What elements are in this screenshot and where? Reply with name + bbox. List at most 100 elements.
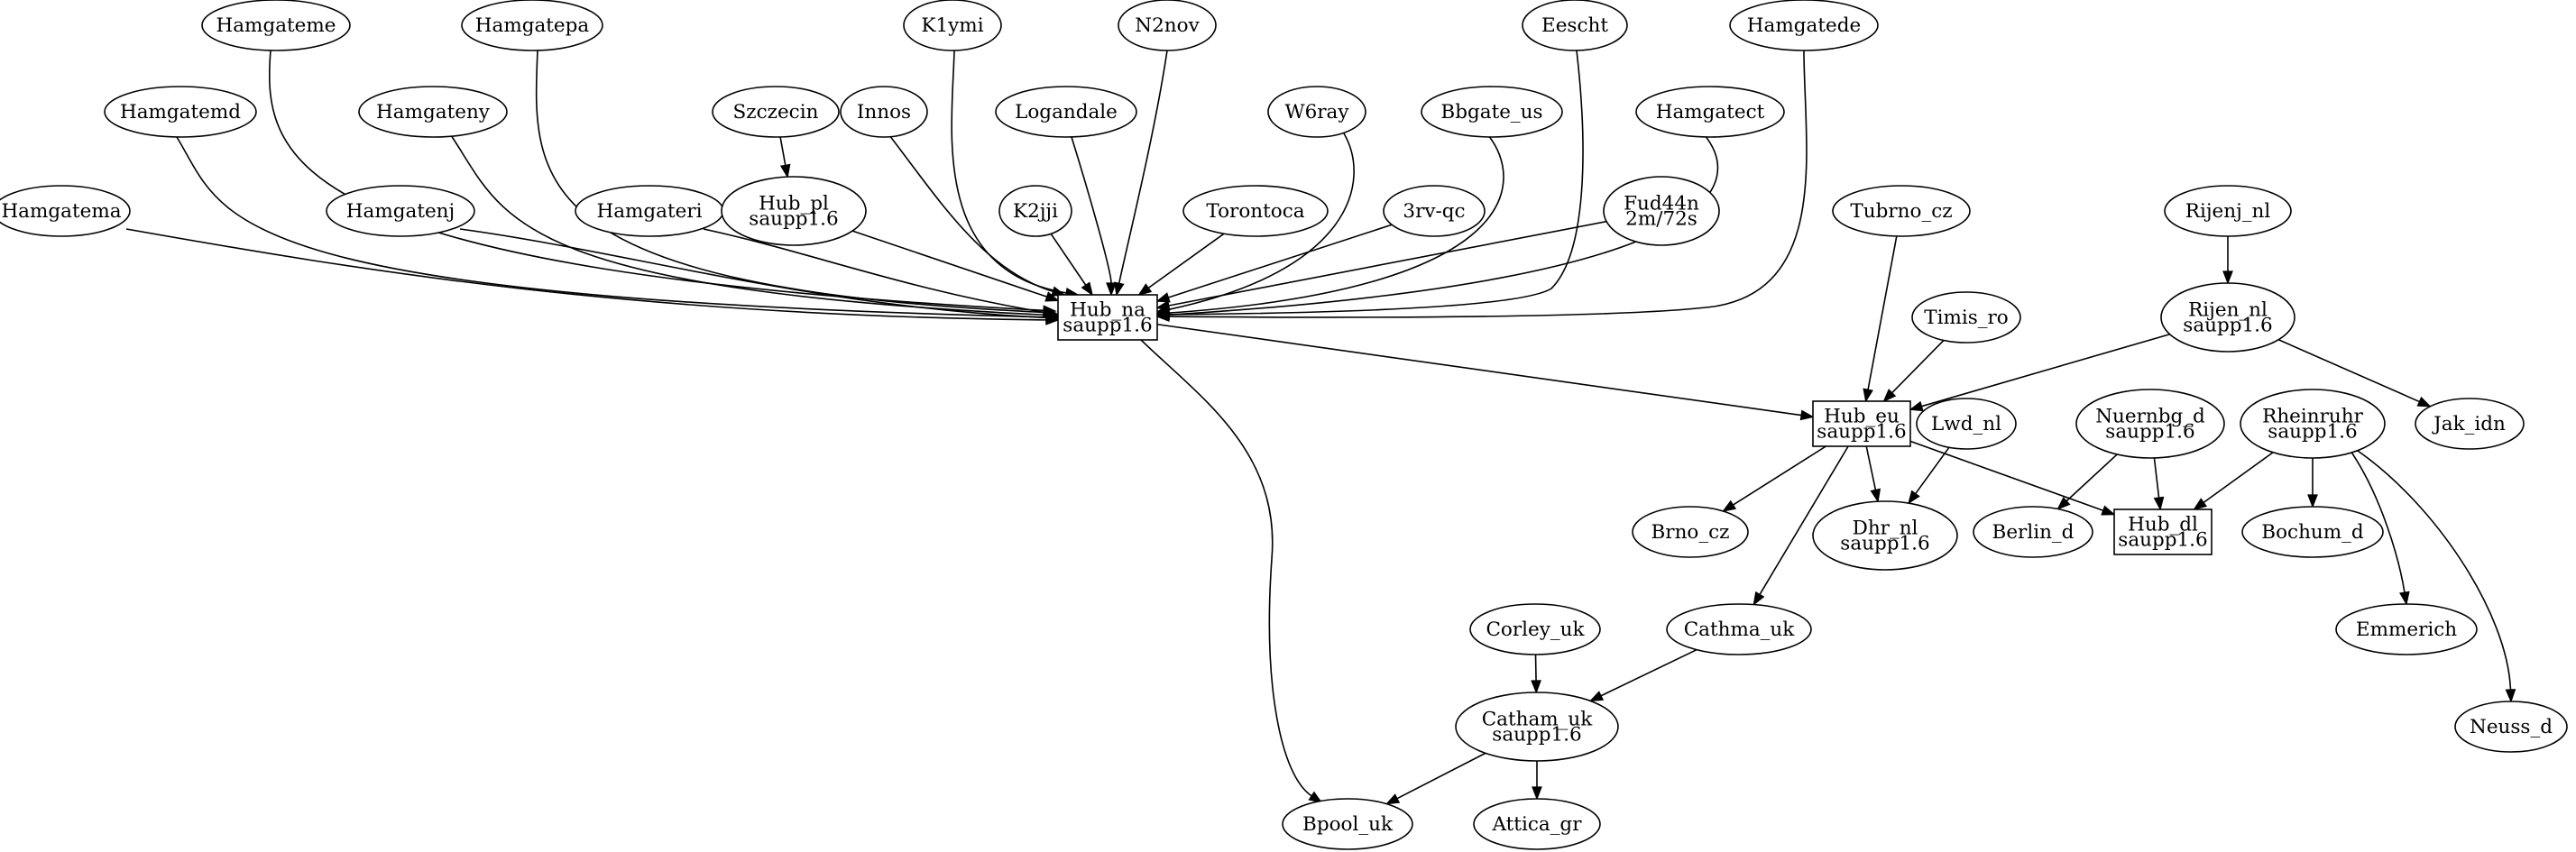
- node-label: N2nov: [1135, 14, 1200, 37]
- edge-rheinruhr-to-neuss-d: [2357, 450, 2516, 703]
- node-3rv-qc[interactable]: 3rv-qc: [1383, 185, 1486, 237]
- arrowhead-icon: [2101, 505, 2116, 516]
- node-hamgatede[interactable]: Hamgatede: [1729, 0, 1879, 51]
- node-cathma-uk[interactable]: Cathma_uk: [1666, 603, 1812, 655]
- node-hamgatemd[interactable]: Hamgatemd: [104, 86, 257, 138]
- arrowhead-icon: [1155, 309, 1170, 321]
- node-lwd-nl[interactable]: Lwd_nl: [1916, 398, 2017, 450]
- node-ellipse: [1118, 0, 1217, 51]
- arrowhead-icon: [1799, 409, 1815, 421]
- node-ellipse: [1832, 185, 1971, 237]
- node-ellipse: [2241, 506, 2384, 558]
- edge-line: [1168, 133, 1355, 311]
- edge-k2jji-to-hub-na: [1050, 233, 1093, 297]
- node-ellipse: [1666, 603, 1812, 655]
- arrowhead-icon: [1908, 490, 1920, 505]
- node-label: Dhr_nl: [1853, 518, 1918, 540]
- node-ellipse: [1973, 506, 2093, 558]
- arrowhead-icon: [1753, 591, 1765, 607]
- node-w6ray[interactable]: W6ray: [1267, 86, 1366, 138]
- node-bochum-d[interactable]: Bochum_d: [2241, 506, 2384, 558]
- node-sublabel: 2m/72s: [1625, 208, 1697, 231]
- node-innos[interactable]: Innos: [840, 86, 928, 138]
- arrowhead-icon: [1114, 281, 1125, 297]
- edge-line: [1867, 235, 1898, 390]
- node-ellipse: [104, 86, 257, 138]
- node-label: Lwd_nl: [1931, 413, 2001, 435]
- node-neuss-d[interactable]: Neuss_d: [2454, 701, 2568, 753]
- node-ellipse: [358, 86, 508, 138]
- node-ellipse: [840, 86, 928, 138]
- node-brno-cz[interactable]: Brno_cz: [1632, 506, 1749, 558]
- edge-rijen-nl-to-hub-eu: [1909, 333, 2170, 412]
- arrowhead-icon: [1588, 691, 1605, 702]
- edge-hub-eu-to-hub-dl: [1909, 440, 2116, 516]
- node-corley-uk[interactable]: Corley_uk: [1469, 603, 1601, 655]
- node-eescht[interactable]: Eescht: [1522, 0, 1628, 51]
- node-label: Bpool_uk: [1302, 813, 1394, 836]
- node-hamgatenj[interactable]: Hamgatenj: [326, 185, 475, 237]
- edge-line: [1168, 224, 1393, 298]
- node-bpool-uk[interactable]: Bpool_uk: [1282, 798, 1413, 850]
- node-hamgatepa[interactable]: Hamgatepa: [461, 0, 603, 51]
- node-label: Torontoca: [1206, 200, 1304, 223]
- node-hamgateme[interactable]: Hamgateme: [201, 0, 351, 51]
- node-logandale[interactable]: Logandale: [995, 86, 1137, 138]
- node-ellipse: [2075, 389, 2225, 459]
- arrowhead-icon: [1155, 292, 1171, 303]
- node-hamgateny[interactable]: Hamgateny: [358, 86, 508, 138]
- node-k2jji[interactable]: K2jji: [998, 185, 1072, 237]
- node-attica-gr[interactable]: Attica_gr: [1473, 798, 1601, 850]
- edge-3rv-qc-to-hub-na: [1155, 224, 1393, 303]
- edge-fud44n-to-hub-na: [1155, 220, 1607, 311]
- node-hamgatema[interactable]: Hamgatema: [0, 185, 131, 237]
- arrowhead-icon: [2222, 270, 2233, 285]
- edge-line: [1071, 136, 1112, 284]
- edge-line: [450, 134, 1047, 316]
- node-label: Brno_cz: [1651, 521, 1730, 544]
- node-n2nov[interactable]: N2nov: [1118, 0, 1217, 51]
- arrowhead-icon: [1081, 281, 1093, 297]
- node-label: Nuernbg_d: [2095, 406, 2205, 428]
- node-k1ymi[interactable]: K1ymi: [903, 0, 1002, 51]
- edge-catham-uk-to-bpool-uk: [1385, 752, 1486, 805]
- node-jak-idn[interactable]: Jak_idn: [2415, 398, 2525, 450]
- arrowhead-icon: [1531, 680, 1541, 694]
- node-hamgateri[interactable]: Hamgateri: [575, 185, 724, 237]
- node-rijenj-nl[interactable]: Rijenj_nl: [2164, 185, 2292, 237]
- node-sublabel: saupp1.6: [2183, 315, 2272, 337]
- edge-cathma-uk-to-catham-uk: [1588, 648, 1697, 702]
- node-bbgate-us[interactable]: Bbgate_us: [1421, 86, 1563, 138]
- node-timis-ro[interactable]: Timis_ro: [1911, 291, 2021, 344]
- node-hamgatect[interactable]: Hamgatect: [1635, 86, 1785, 138]
- edge-line: [2277, 339, 2420, 403]
- node-label: Hamgatede: [1747, 14, 1861, 37]
- node-emmerich[interactable]: Emmerich: [2335, 603, 2478, 655]
- edge-line: [888, 134, 1053, 293]
- node-berlin-d[interactable]: Berlin_d: [1973, 506, 2093, 558]
- node-label: Bbgate_us: [1440, 101, 1542, 124]
- node-tubrno-cz[interactable]: Tubrno_cz: [1832, 185, 1971, 237]
- edge-nuernbg-d-to-berlin-d: [2056, 453, 2118, 510]
- node-label: Attica_gr: [1492, 813, 1583, 836]
- node-szczecin[interactable]: Szczecin: [712, 86, 840, 138]
- arrowhead-icon: [2153, 496, 2165, 511]
- node-torontoca[interactable]: Torontoca: [1182, 185, 1329, 237]
- node-ellipse: [1812, 500, 1958, 571]
- edge-logandale-to-hub-na: [1071, 136, 1117, 297]
- edge-lwd-nl-to-dhr-nl: [1908, 446, 1950, 505]
- node-sublabel: saupp1.6: [1063, 315, 1152, 337]
- node-label: Hamgateri: [596, 200, 702, 223]
- node-ellipse: [721, 176, 867, 246]
